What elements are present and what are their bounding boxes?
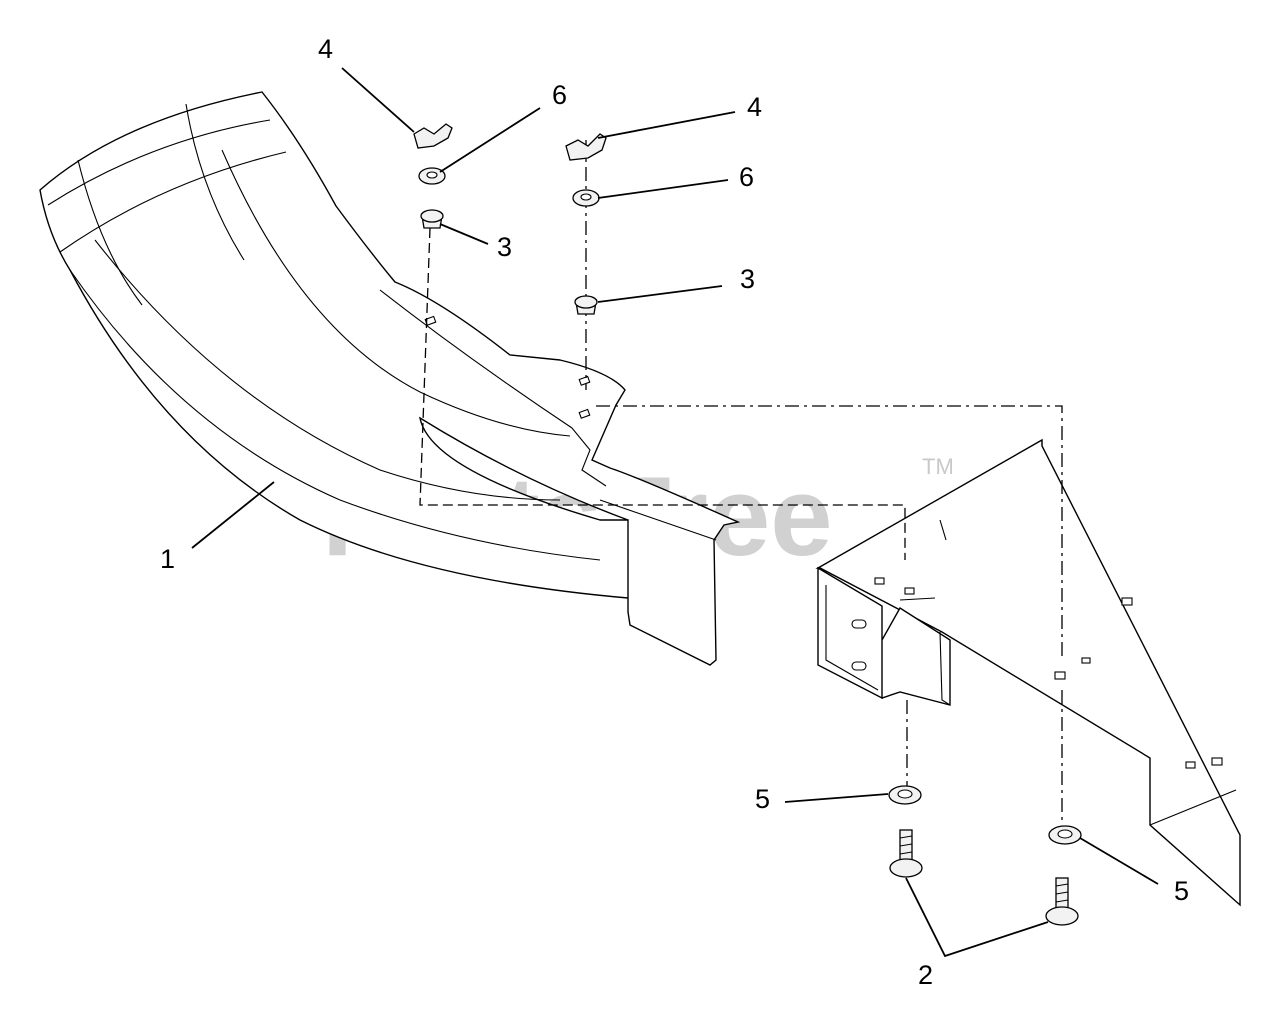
leader-6-right xyxy=(597,179,729,199)
callout-5-left: 5 xyxy=(755,784,770,814)
bolt-2-left xyxy=(889,829,923,878)
chute-band-line-2 xyxy=(59,151,287,253)
chute-band-line-1 xyxy=(47,119,271,206)
chute-inner-curve-1 xyxy=(69,269,601,561)
washer-6-left xyxy=(418,167,446,185)
chute-lip-edge xyxy=(599,499,717,541)
deck-square-hole-1 xyxy=(874,577,885,585)
chute-flange-edge xyxy=(379,289,607,487)
leader-4-left xyxy=(341,67,415,133)
callout-6-right: 6 xyxy=(739,162,754,192)
deck-arrow-mark xyxy=(899,597,936,601)
washer-5-left xyxy=(888,785,922,805)
deck-square-hole-5 xyxy=(1121,597,1133,606)
deck-tab-mark xyxy=(939,519,947,541)
deck-bracket-flange xyxy=(939,631,951,706)
wing-nut-right xyxy=(565,133,607,161)
deck-square-hole-3 xyxy=(1054,671,1066,680)
deck-square-hole-7 xyxy=(1211,757,1223,766)
watermark-trademark: TM xyxy=(922,454,954,479)
leader-2 xyxy=(905,877,1049,958)
discharge-chute xyxy=(39,91,741,666)
washer-5-right xyxy=(1048,825,1082,845)
leader-5-left xyxy=(784,793,889,803)
callout-3-right: 3 xyxy=(740,264,755,294)
alignment-line-left-bolt xyxy=(419,227,906,560)
callout-2: 2 xyxy=(918,960,933,990)
leader-4-right xyxy=(597,111,736,139)
bushing-3-right xyxy=(574,295,598,315)
deck-bracket-inner-edge xyxy=(825,585,879,691)
bolt-2-right xyxy=(1045,877,1079,926)
callout-3-left: 3 xyxy=(497,232,512,262)
callout-5-right: 5 xyxy=(1174,876,1189,906)
leader-3-left xyxy=(439,223,489,245)
callout-4-left: 4 xyxy=(318,34,333,64)
callout-labels: 4 6 3 4 6 3 1 5 5 2 xyxy=(160,34,1189,990)
callout-1: 1 xyxy=(160,544,175,574)
callout-6-left: 6 xyxy=(552,80,567,110)
chute-body xyxy=(39,91,741,666)
washer-6-right xyxy=(572,189,600,207)
callout-leaders xyxy=(191,67,1159,958)
alignment-lines xyxy=(419,140,1063,825)
deck-square-hole-4 xyxy=(1081,657,1091,664)
chute-seam-line-1 xyxy=(77,159,143,306)
deck-slot-1 xyxy=(851,619,867,629)
leader-3-right xyxy=(597,285,723,303)
chute-inner-curve-2 xyxy=(94,239,561,501)
deck-side-bracket xyxy=(817,566,951,706)
bushing-3-left xyxy=(420,209,444,229)
alignment-line-right-bolt xyxy=(596,405,1063,660)
chute-seam-line-2 xyxy=(185,103,245,261)
leader-1 xyxy=(191,481,275,549)
chute-slot-2 xyxy=(578,408,591,419)
callout-4-right: 4 xyxy=(747,92,762,122)
wing-nut-left xyxy=(413,123,453,149)
deck-slot-2 xyxy=(851,661,867,671)
chute-inner-curve-3 xyxy=(221,149,571,437)
deck-square-hole-2 xyxy=(904,587,915,595)
leader-6-left xyxy=(439,107,541,173)
mower-deck-section xyxy=(815,438,1241,907)
deck-rear-edge xyxy=(1149,789,1237,826)
leader-5-right xyxy=(1079,837,1159,885)
deck-square-hole-6 xyxy=(1185,761,1196,769)
